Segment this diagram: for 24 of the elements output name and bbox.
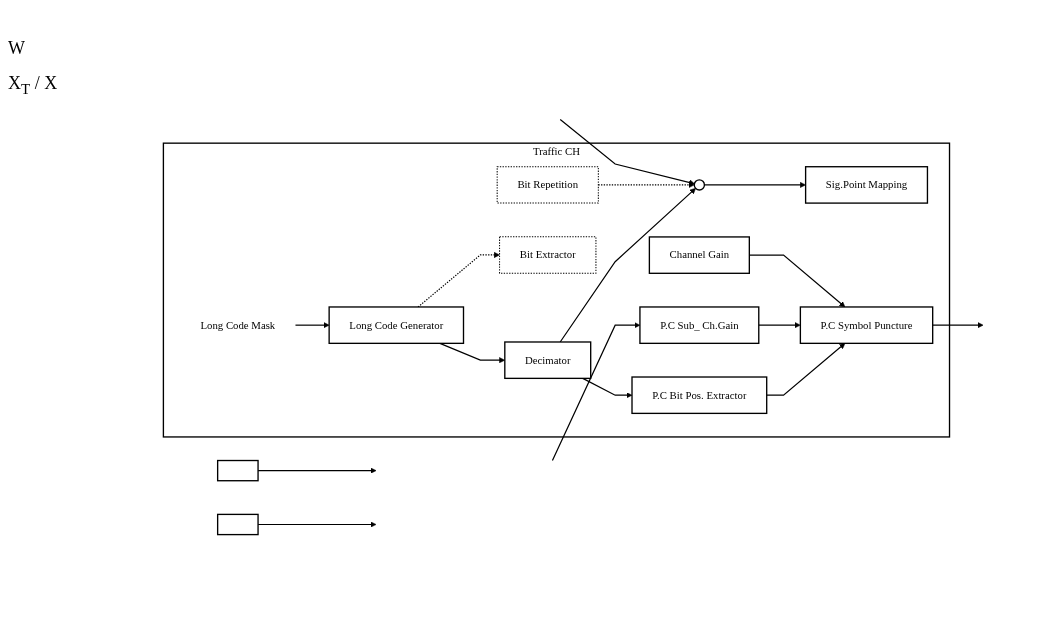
node-box: Decimator bbox=[504, 340, 592, 379]
node-box bbox=[216, 459, 259, 481]
arrow bbox=[758, 321, 801, 328]
arrow bbox=[582, 377, 633, 398]
node-text: Long Code Mask bbox=[200, 318, 276, 331]
node-box: Bit Repetition bbox=[496, 165, 599, 204]
node-box: Bit Extractor bbox=[499, 235, 597, 274]
node-box: Long Code Generator bbox=[328, 305, 465, 344]
arrow bbox=[559, 118, 695, 185]
node-box: Channel Gain bbox=[648, 235, 750, 274]
arrow bbox=[766, 342, 846, 396]
arrow bbox=[559, 187, 696, 343]
arrow bbox=[417, 251, 500, 308]
node-box: P.C Sub_ Ch.Gain bbox=[639, 305, 760, 344]
arrow bbox=[932, 321, 984, 328]
signal-label: X$_{T}$ / X bbox=[8, 73, 58, 98]
arrow bbox=[703, 181, 806, 188]
node-box: P.C Symbol Puncture bbox=[799, 305, 934, 344]
node-circle bbox=[693, 178, 706, 191]
arrow bbox=[294, 321, 330, 328]
node-box: Sig.Point Mapping bbox=[804, 165, 929, 204]
node-box: P.C Bit Pos. Extractor bbox=[631, 375, 768, 414]
node-box bbox=[216, 513, 259, 535]
signal-label: W bbox=[8, 38, 25, 59]
